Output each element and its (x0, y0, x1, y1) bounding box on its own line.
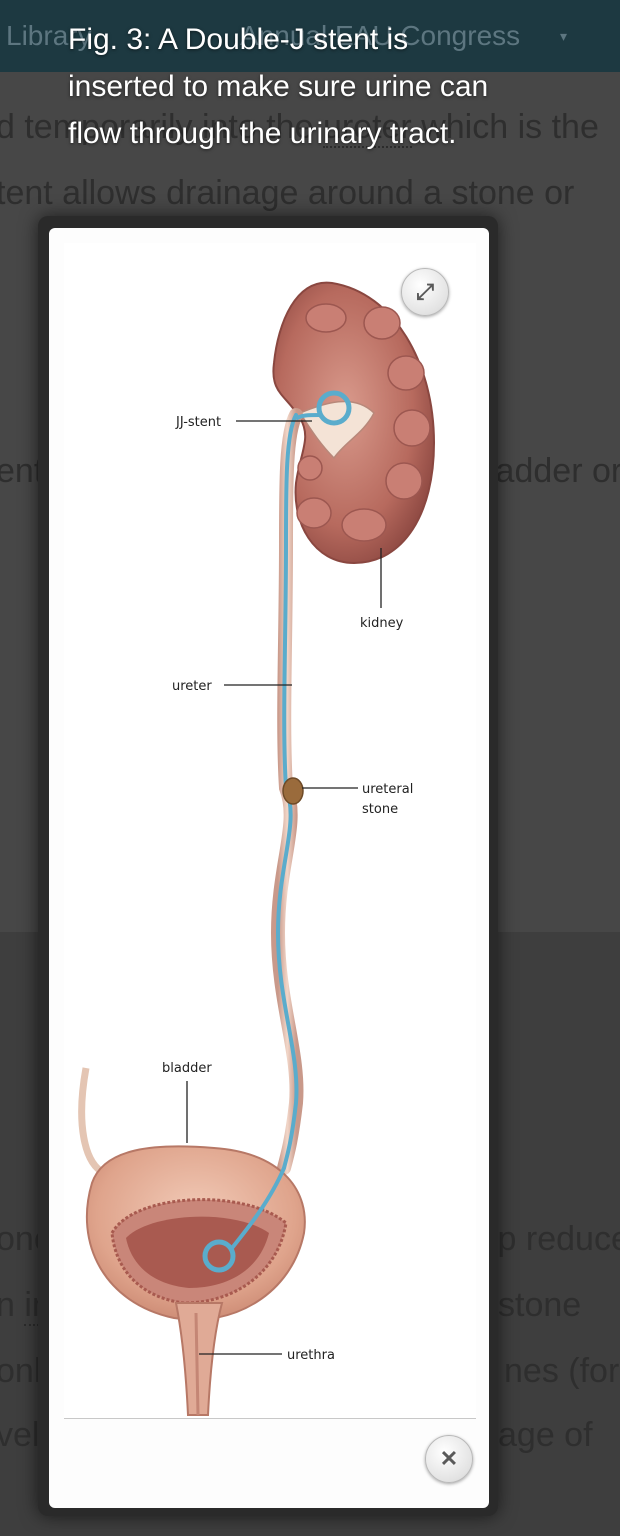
glossary-link-ureter[interactable]: ureter (322, 108, 412, 148)
top-navigation-bar: Library Annual EAU Congress ▾ (0, 0, 620, 72)
background-paragraph-line: age of (498, 1416, 593, 1454)
label-kidney: kidney (360, 616, 404, 631)
expand-button[interactable]: ⤢ (401, 268, 449, 316)
bladder-interior (126, 1216, 269, 1288)
ureteral-stone (282, 777, 304, 805)
figure-caption: Fig. 3: A Double-J stent is inserted to … (68, 23, 489, 150)
background-paragraph-line: tent allows drainage around a stone or (0, 174, 575, 212)
urethra-shape (174, 1302, 224, 1416)
label-ureter: ureter (172, 679, 212, 694)
nav-library-link[interactable]: Library (6, 20, 92, 51)
background-paragraph-line: ent (0, 452, 44, 490)
jj-stent-lower-coil (202, 1239, 236, 1273)
figure-image: JJ-stent kidney ureter ureteral stone bl… (64, 243, 476, 1418)
lightbox-footer-divider (64, 1418, 476, 1419)
close-icon: ✕ (439, 1446, 459, 1471)
jj-stent-upper-coil (316, 390, 352, 426)
label-jj-stent: JJ-stent (175, 415, 221, 430)
label-bladder: bladder (162, 1061, 212, 1076)
left-ureter-stub (78, 1067, 106, 1177)
chevron-down-icon[interactable]: ▾ (560, 28, 568, 44)
background-paragraph-line: d temporarily into the ureter which is t… (0, 108, 599, 148)
label-ureteral-stone-2: stone (362, 802, 398, 817)
nav-congress-link[interactable]: Annual EAU Congress (240, 20, 521, 51)
label-ureteral-stone: ureteral (362, 782, 413, 797)
jj-stent-line (275, 413, 299, 1170)
close-button[interactable]: ✕ (425, 1435, 473, 1483)
kidney-pyramids (296, 303, 431, 542)
background-paragraph-line: ladder or (488, 452, 620, 490)
urinary-tract-illustration: JJ-stent kidney ureter ureteral stone bl… (78, 281, 436, 1416)
label-urethra: urethra (287, 1348, 335, 1363)
expand-icon: ⤢ (416, 279, 434, 304)
leader-lines (186, 420, 382, 1355)
background-paragraph-line: stone (498, 1286, 582, 1324)
background-paragraph-line: lp reduce (490, 1220, 620, 1258)
background-paragraph-line: nes (for (504, 1352, 620, 1390)
